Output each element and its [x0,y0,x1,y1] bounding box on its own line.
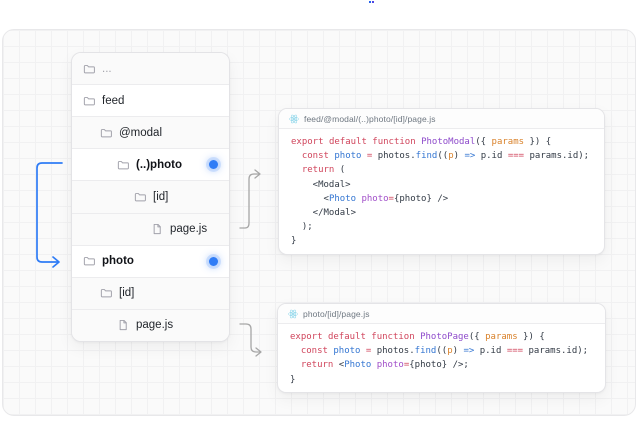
tree-row-label: [id] [153,190,169,203]
code-line: } [290,374,296,385]
tree-row: @modal [72,117,229,150]
code-line: const photo = photos.find((p) => p.id ==… [300,346,589,357]
active-route-dot [209,160,218,170]
tree-row: [id] [72,277,229,310]
active-route-dot [209,256,218,266]
tree-row: page.js [72,309,229,341]
tree-row-label: (..)photo [136,158,182,171]
code-body: export default function PhotoPage({ para… [278,324,605,392]
tree-row-label: page.js [136,319,174,332]
code-card-modal: feed/@modal/(..)photo/[id]/page.js expor… [278,108,605,255]
tree-row-label: [id] [119,287,135,300]
code-line: </Modal> [291,208,357,219]
code-line: } [291,236,297,247]
folder-icon [83,95,95,107]
folder-icon [100,127,112,139]
react-icon [288,309,298,319]
folder-icon [134,191,146,203]
tree-row: feed [72,85,229,118]
folder-icon [100,287,112,299]
folder-icon [83,255,95,267]
tree-row: photo [72,245,229,278]
folder-icon [117,159,129,171]
code-line: return <Photo photo={photo} />; [300,360,469,371]
tree-row-label: @modal [119,126,162,139]
code-line: const photo = photos.find((p) => p.id ==… [301,151,590,162]
file-icon [151,223,163,235]
code-card-header: photo/[id]/page.js [278,304,605,324]
tiny-marker [369,1,374,5]
code-card-header: feed/@modal/(..)photo/[id]/page.js [279,109,604,129]
file-icon [117,319,129,331]
tree-row: ... [72,53,229,86]
tree-row-label: feed [102,94,125,107]
code-line: export default function PhotoModal({ par… [291,137,552,147]
tree-row-label: page.js [170,223,208,236]
code-card-page: photo/[id]/page.js export default functi… [277,303,606,393]
code-filename: photo/[id]/page.js [303,308,370,319]
code-filename: feed/@modal/(..)photo/[id]/page.js [304,113,436,124]
tree-row: (..)photo [72,149,229,182]
code-line: return ( [301,165,346,176]
tree-row-label: ... [102,62,112,75]
folder-icon [83,63,95,75]
tree-row: page.js [72,213,229,246]
tree-row-label: photo [102,255,134,268]
file-tree: ... feed @modal (..)photo [id] page.js photo [i… [71,52,230,342]
code-line: export default function PhotoPage({ para… [290,332,545,342]
tree-row: [id] [72,181,229,214]
code-line: <Photo photo={photo} /> [291,193,449,204]
code-body: export default function PhotoModal({ par… [279,129,604,254]
code-line: <Modal> [291,179,351,190]
react-icon [289,114,299,124]
code-line: ); [291,222,313,233]
